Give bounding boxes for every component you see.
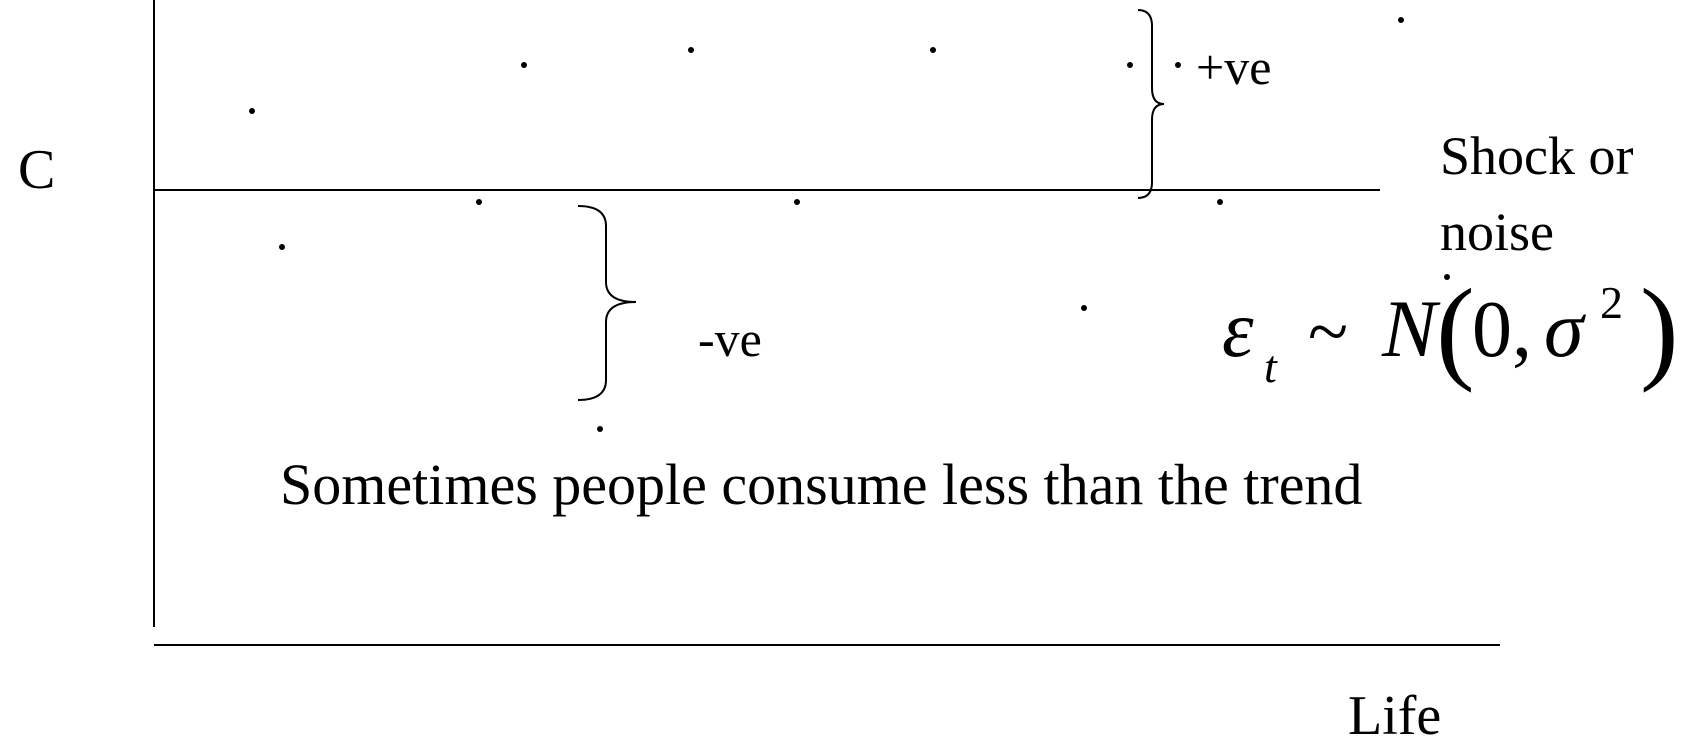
formula-epsilon: ε xyxy=(1222,286,1254,374)
noise-distribution-formula: ε t ~ N ( 0, σ 2 ) xyxy=(1222,266,1679,394)
data-point xyxy=(688,47,694,53)
formula-open-paren: ( xyxy=(1436,266,1475,394)
data-point xyxy=(1175,62,1181,68)
caption: Sometimes people consume less than the t… xyxy=(280,452,1362,517)
formula-close-paren: ) xyxy=(1640,266,1679,394)
shock-label-line2: noise xyxy=(1440,202,1554,262)
data-point xyxy=(521,62,527,68)
data-point xyxy=(1217,199,1223,205)
formula-tilde: ~ xyxy=(1308,291,1348,373)
formula-subscript: t xyxy=(1264,341,1278,392)
data-point xyxy=(249,108,255,114)
positive-deviation-brace xyxy=(1137,9,1165,199)
data-point xyxy=(1081,305,1087,311)
y-axis-label: C xyxy=(18,139,55,201)
formula-sigma: σ xyxy=(1544,286,1586,374)
data-point xyxy=(794,199,800,205)
positive-deviation-label: +ve xyxy=(1196,39,1271,95)
formula-N: N xyxy=(1381,283,1441,374)
data-point xyxy=(1127,62,1133,68)
data-point xyxy=(1444,274,1450,280)
data-point xyxy=(930,47,936,53)
formula-zero-comma: 0, xyxy=(1472,286,1532,374)
shock-label-line1: Shock or xyxy=(1440,126,1634,186)
data-point xyxy=(279,244,285,250)
negative-deviation-label: -ve xyxy=(698,311,762,367)
data-point xyxy=(597,426,603,432)
formula-exponent: 2 xyxy=(1600,277,1623,328)
data-point xyxy=(476,199,482,205)
x-axis-label: Life xyxy=(1348,685,1441,739)
negative-deviation-brace xyxy=(577,205,637,401)
data-point xyxy=(1398,17,1404,23)
